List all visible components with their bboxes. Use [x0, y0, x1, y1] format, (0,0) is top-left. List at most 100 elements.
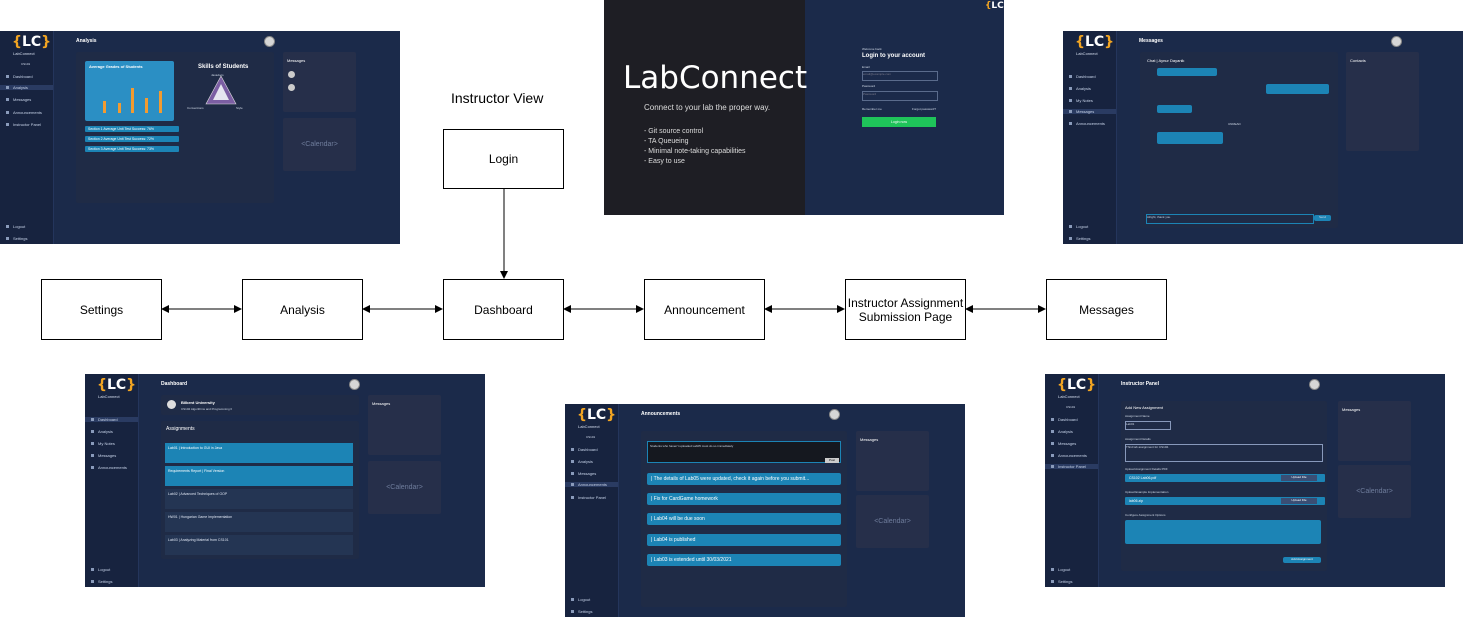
nav-instructor-panel[interactable]: Instructor Panel [6, 122, 41, 127]
nav-announcements[interactable]: Announcements [91, 465, 127, 470]
page-title: Announcements [641, 411, 681, 417]
assignment-row[interactable]: Lab02 | Advanced Techniques of OOP [165, 489, 353, 509]
nav-analysis[interactable]: Analysis [1069, 86, 1091, 91]
assignment-row[interactable]: HW01 | Hungarian Game Implementation [165, 512, 353, 532]
remember-checkbox[interactable]: Remember me [862, 107, 882, 111]
course-label: CS101 [21, 62, 31, 66]
section-bar: Section 2 Average Unit Test Success: 72% [85, 136, 179, 142]
password-label: Password [862, 84, 876, 88]
node-submission: Instructor Assignment Submission Page [845, 279, 966, 340]
file-row: lab06.zip [1125, 497, 1325, 505]
nav-settings[interactable]: Settings [1051, 579, 1072, 584]
messages-panel: Messages [856, 431, 929, 491]
messages-title: Messages [287, 58, 306, 63]
sidebar: {LC} LabConnect Dashboard Analysis My No… [1063, 31, 1117, 244]
announcement-item[interactable]: | Fix for CardGame homework [647, 493, 841, 505]
announcement-item[interactable]: | Lab04 will be due soon [647, 513, 841, 525]
announcements-panel: Students who haven't uploaded Lab05 must… [641, 431, 847, 607]
nav-instructor-panel[interactable]: Instructor Panel [1045, 464, 1098, 469]
nav-settings[interactable]: Settings [1069, 236, 1090, 241]
course-label: CS101 [586, 435, 596, 439]
nav-announcements[interactable]: Announcements [6, 110, 42, 115]
node-dashboard: Dashboard [443, 279, 564, 340]
assignment-name-input[interactable]: Lab01 [1125, 421, 1171, 430]
name-label: Assignment Name [1125, 414, 1150, 418]
assignments-title: Assignments [166, 426, 195, 432]
nav-logout[interactable]: Logout [1069, 224, 1088, 229]
avatar[interactable] [829, 409, 840, 420]
chat-bubble [1157, 132, 1223, 144]
chat-input[interactable]: Alright, thank you. [1146, 214, 1314, 224]
nav-messages[interactable]: Messages [6, 97, 31, 102]
nav-settings[interactable]: Settings [571, 609, 592, 614]
nav-logout[interactable]: Logout [571, 597, 590, 602]
grades-chart: Average Grades of Students [85, 61, 174, 121]
nav-logout[interactable]: Logout [91, 567, 110, 572]
bar [131, 88, 134, 113]
upload-file-button[interactable]: Upload File [1281, 498, 1317, 504]
nav-analysis[interactable]: Analysis [571, 459, 593, 464]
nav-announcements[interactable]: Announcements [1069, 121, 1105, 126]
nav-settings[interactable]: Settings [91, 579, 112, 584]
logo-name: LabConnect [1058, 394, 1080, 399]
sidebar: {LC} LabConnect CS101 Dashboard Analysis… [1045, 374, 1099, 587]
nav-settings[interactable]: Settings [6, 236, 27, 241]
nav-dashboard[interactable]: Dashboard [1069, 74, 1096, 79]
assignment-row[interactable]: Lab03 | Analyzing Material from CS101 [165, 535, 353, 555]
chat-bubble [1266, 84, 1329, 94]
node-messages: Messages [1046, 279, 1167, 340]
skill-label: Style [236, 106, 243, 110]
nav-messages[interactable]: Messages [1051, 441, 1076, 446]
avatar[interactable] [264, 36, 275, 47]
assignment-row[interactable]: Requirements Report | Final Version [165, 466, 353, 486]
section-bar: Section 3 Average Unit Test Success: 73% [85, 146, 179, 152]
chat-header: Chat | Aynur Dayanik [1147, 58, 1185, 63]
skills-triangle [205, 75, 237, 105]
nav-dashboard[interactable]: Dashboard [6, 74, 33, 79]
nav-messages[interactable]: Messages [1063, 109, 1116, 114]
nav-announcements[interactable]: Announcements [565, 482, 618, 487]
avatar[interactable] [349, 379, 360, 390]
page-title: Messages [1139, 38, 1163, 44]
nav-analysis[interactable]: Analysis [91, 429, 113, 434]
nav-dashboard[interactable]: Dashboard [571, 447, 598, 452]
nav-dashboard[interactable]: Dashboard [85, 417, 138, 422]
nav-logout[interactable]: Logout [6, 224, 25, 229]
nav-analysis[interactable]: Analysis [1051, 429, 1073, 434]
announcement-input[interactable]: Students who haven't uploaded Lab05 must… [647, 441, 841, 463]
assignment-details-input[interactable]: Third lab assignment for CS102. [1125, 444, 1323, 462]
messages-panel: Messages [1338, 401, 1411, 461]
password-field[interactable]: Password [862, 91, 938, 101]
sidebar: {LC} LabConnect CS101 Dashboard Analysis… [0, 31, 54, 244]
announcement-item[interactable]: | The details of Lab05 were updated, che… [647, 473, 841, 485]
nav-instructor-panel[interactable]: Instructor Panel [571, 495, 606, 500]
avatar[interactable] [1391, 36, 1402, 47]
avatar[interactable] [1309, 379, 1320, 390]
assignment-row[interactable]: Lab01 | Introduction to GUI in Java [165, 443, 353, 463]
chat-bubble [1157, 68, 1217, 76]
announcement-item[interactable]: | Lab03 is extended until 30/03/2021 [647, 554, 841, 566]
nav-logout[interactable]: Logout [1051, 567, 1070, 572]
nav-my-notes[interactable]: My Notes [1069, 98, 1093, 103]
add-assignment-button[interactable]: Add Assignment [1283, 557, 1321, 563]
login-button[interactable]: Login now [862, 117, 936, 127]
nav-messages[interactable]: Messages [571, 471, 596, 476]
course-label: CS101 [1066, 405, 1076, 409]
announcement-item[interactable]: | Lab04 is published [647, 534, 841, 546]
chat-panel: Chat | Aynur Dayanik UNREAD Alright, tha… [1140, 52, 1338, 228]
calendar-placeholder: <Calendar> [856, 495, 929, 548]
nav-messages[interactable]: Messages [91, 453, 116, 458]
post-button[interactable]: Post [825, 458, 839, 463]
nav-analysis[interactable]: Analysis [0, 85, 53, 90]
email-field[interactable]: email@example.com [862, 71, 938, 81]
logo: {LC} [577, 407, 617, 423]
nav-my-notes[interactable]: My Notes [91, 441, 115, 446]
send-button[interactable]: Send [1314, 215, 1331, 221]
add-assignment-panel: Add New Assignment Assignment Name Lab01… [1121, 401, 1327, 571]
upload-pdf-label: Upload Assignment Details PDF [1125, 467, 1168, 471]
upload-file-button[interactable]: Upload File [1281, 475, 1317, 481]
nav-announcements[interactable]: Announcements [1051, 453, 1087, 458]
bar [118, 103, 121, 113]
nav-dashboard[interactable]: Dashboard [1051, 417, 1078, 422]
forgot-link[interactable]: Forgot password? [912, 107, 937, 111]
